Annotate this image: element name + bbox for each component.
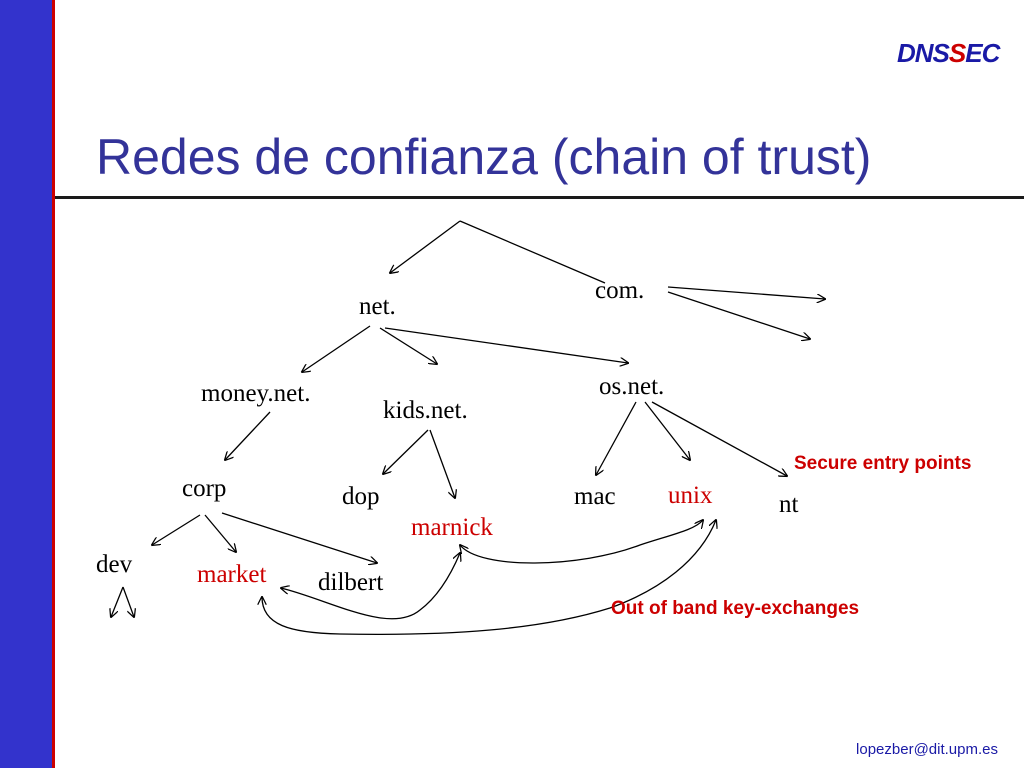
edge-root-net <box>390 220 461 273</box>
node-nt: nt <box>779 491 799 518</box>
logo-part-ec: EC <box>965 38 1000 68</box>
label-out-of-band: Out of band key-exchanges <box>611 598 859 619</box>
edge-dev-left <box>111 586 124 617</box>
edge-money-corp <box>225 411 271 460</box>
node-com: com. <box>595 277 644 304</box>
edge-corp-market <box>204 514 236 552</box>
left-sidebar-bar <box>0 0 52 768</box>
label-secure-entry-points: Secure entry points <box>794 453 971 474</box>
edge-net-kids <box>379 327 437 364</box>
node-unix: unix <box>668 482 713 509</box>
edge-net-os <box>384 327 628 363</box>
tree-edges <box>111 220 825 617</box>
edge-os-nt <box>651 401 787 476</box>
footer-email: lopezber@dit.upm.es <box>856 741 998 758</box>
edge-root-com <box>459 220 606 284</box>
logo-part-dns: DNS <box>897 38 950 68</box>
out-of-band-curves <box>262 520 716 636</box>
edge-os-mac <box>596 401 637 475</box>
node-dilbert: dilbert <box>318 569 383 596</box>
slide-title: Redes de confianza (chain of trust) <box>96 129 872 185</box>
edge-corp-dilbert <box>221 512 377 563</box>
node-corp: corp <box>182 475 226 502</box>
edge-kids-dop <box>383 429 429 474</box>
node-mac: mac <box>574 483 616 510</box>
edge-kids-marnick <box>429 429 455 498</box>
node-marnick: marnick <box>411 514 493 541</box>
curve-market-unix <box>262 520 716 636</box>
curve-marnick-unix <box>460 520 703 564</box>
node-os-net: os.net. <box>599 373 664 400</box>
edge-net-money <box>302 325 371 372</box>
node-kids-net: kids.net. <box>383 397 468 424</box>
edge-os-unix <box>644 401 690 460</box>
edge-dev-right <box>122 586 134 617</box>
dnssec-logo: DNSSEC <box>897 38 1000 69</box>
tree-nodes: com. net. os.net. money.net. kids.net. c… <box>96 277 799 596</box>
node-dop: dop <box>342 483 380 510</box>
node-market: market <box>197 561 266 588</box>
edge-com-out1 <box>667 286 825 299</box>
logo-part-s: S <box>948 38 966 68</box>
node-net: net. <box>359 293 396 320</box>
edge-corp-dev <box>152 514 201 545</box>
node-money-net: money.net. <box>201 380 310 407</box>
sidebar-red-edge <box>52 0 55 768</box>
title-divider <box>55 196 1024 199</box>
node-dev: dev <box>96 551 133 578</box>
edge-com-out2 <box>667 291 810 339</box>
